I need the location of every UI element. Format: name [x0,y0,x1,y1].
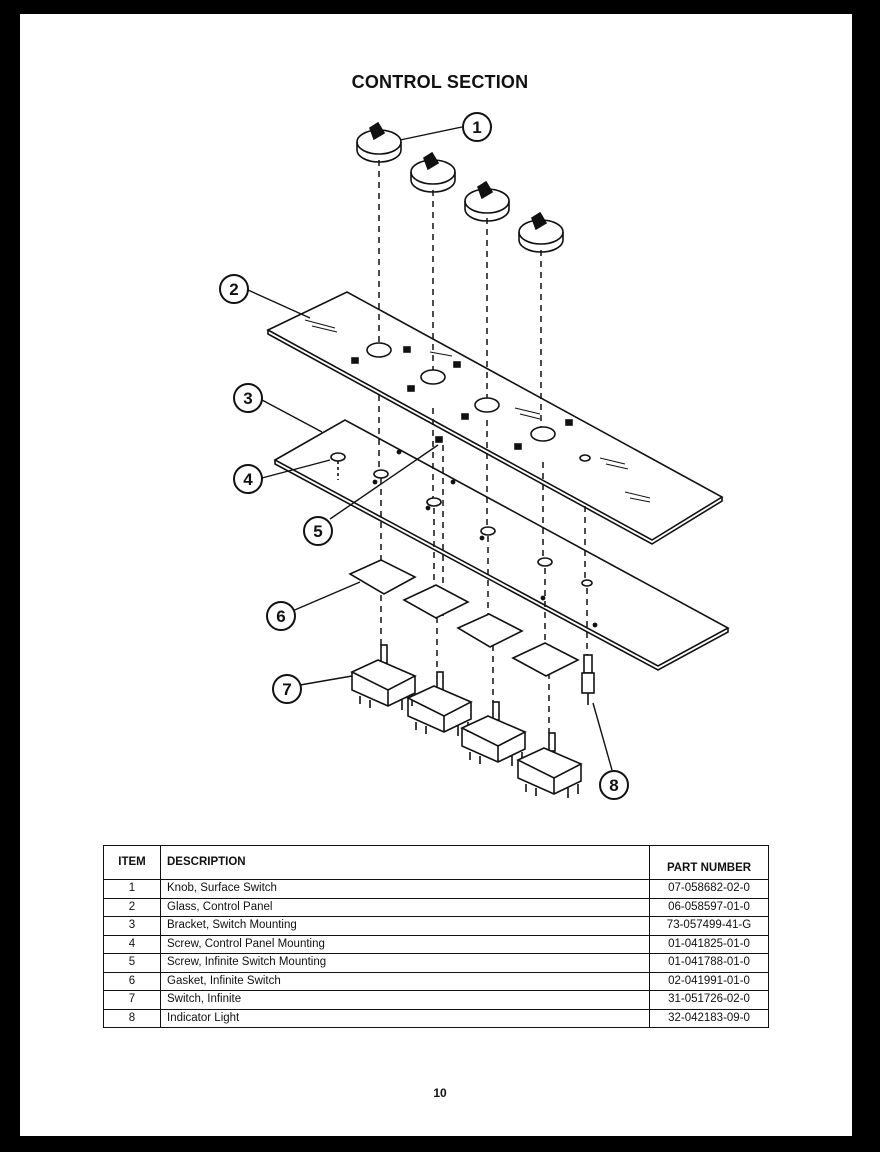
gasket-1 [348,559,417,595]
cell-description: Bracket, Switch Mounting [160,916,650,936]
callout-5: 5 [303,516,333,546]
page-number: 10 [433,1086,447,1100]
screw-control-panel [330,452,346,480]
svg-text:4: 4 [243,470,253,489]
table-row: 7 Switch, Infinite 31-051726-02-0 [103,990,769,1010]
svg-text:7: 7 [282,680,291,699]
header-item: ITEM [103,845,161,880]
cell-part-number: 32-042183-09-0 [649,1008,769,1028]
infinite-switch-1 [350,644,417,710]
cell-part-number: 02-041991-01-0 [649,971,769,991]
svg-text:3: 3 [243,389,252,408]
cell-item: 4 [103,934,161,954]
infinite-switch-3 [460,701,527,766]
knob-2 [410,151,456,193]
table-row: 8 Indicator Light 32-042183-09-0 [103,1008,769,1028]
gasket-4 [511,642,580,677]
cell-description: Indicator Light [160,1008,650,1028]
callout-8: 8 [599,770,629,800]
cell-description: Glass, Control Panel [160,897,650,917]
exploded-parts-diagram: 1 2 3 4 5 6 7 8 [219,112,730,800]
svg-text:1: 1 [472,118,481,137]
screw-infinite-switch [435,436,443,443]
knob-3 [464,180,510,222]
cell-part-number: 01-041825-01-0 [649,934,769,954]
table-row: 6 Gasket, Infinite Switch 02-041991-01-0 [103,971,769,991]
svg-text:5: 5 [313,522,322,541]
svg-text:6: 6 [276,607,285,626]
knob-4 [518,211,564,253]
table-row: 2 Glass, Control Panel 06-058597-01-0 [103,897,769,917]
header-description: DESCRIPTION [160,845,650,880]
cell-item: 3 [103,916,161,936]
cell-description: Screw, Infinite Switch Mounting [160,953,650,973]
knob-1 [356,121,402,163]
callout-6: 6 [266,601,296,631]
cell-part-number: 73-057499-41-G [649,916,769,936]
cell-part-number: 06-058597-01-0 [649,897,769,917]
cell-item: 7 [103,990,161,1010]
callout-4: 4 [233,464,263,494]
gasket-3 [456,613,524,648]
cell-part-number: 01-041788-01-0 [649,953,769,973]
table-row: 3 Bracket, Switch Mounting 73-057499-41-… [103,916,769,936]
table-row: 1 Knob, Surface Switch 07-058682-02-0 [103,879,769,899]
callout-1: 1 [462,112,492,142]
gasket-2 [402,584,470,619]
cell-description: Screw, Control Panel Mounting [160,934,650,954]
svg-text:2: 2 [229,280,238,299]
cell-description: Switch, Infinite [160,990,650,1010]
cell-item: 2 [103,897,161,917]
svg-text:8: 8 [609,776,618,795]
header-part-number: PART NUMBER [649,845,769,880]
cell-item: 1 [103,879,161,899]
cell-part-number: 31-051726-02-0 [649,990,769,1010]
table-header-row: ITEM DESCRIPTION PART NUMBER [103,845,769,880]
callout-2: 2 [219,274,249,304]
cell-item: 5 [103,953,161,973]
table-row: 5 Screw, Infinite Switch Mounting 01-041… [103,953,769,973]
indicator-light [581,654,595,705]
infinite-switch-4 [516,732,583,798]
cell-item: 6 [103,971,161,991]
callout-7: 7 [272,674,302,704]
parts-table: ITEM DESCRIPTION PART NUMBER 1 Knob, Sur… [103,845,769,1028]
cell-description: Knob, Surface Switch [160,879,650,899]
callout-3: 3 [233,383,263,413]
page-title: CONTROL SECTION [351,72,529,92]
infinite-switch-2 [406,671,473,736]
cell-item: 8 [103,1008,161,1028]
cell-description: Gasket, Infinite Switch [160,971,650,991]
cell-part-number: 07-058682-02-0 [649,879,769,899]
table-row: 4 Screw, Control Panel Mounting 01-04182… [103,934,769,954]
